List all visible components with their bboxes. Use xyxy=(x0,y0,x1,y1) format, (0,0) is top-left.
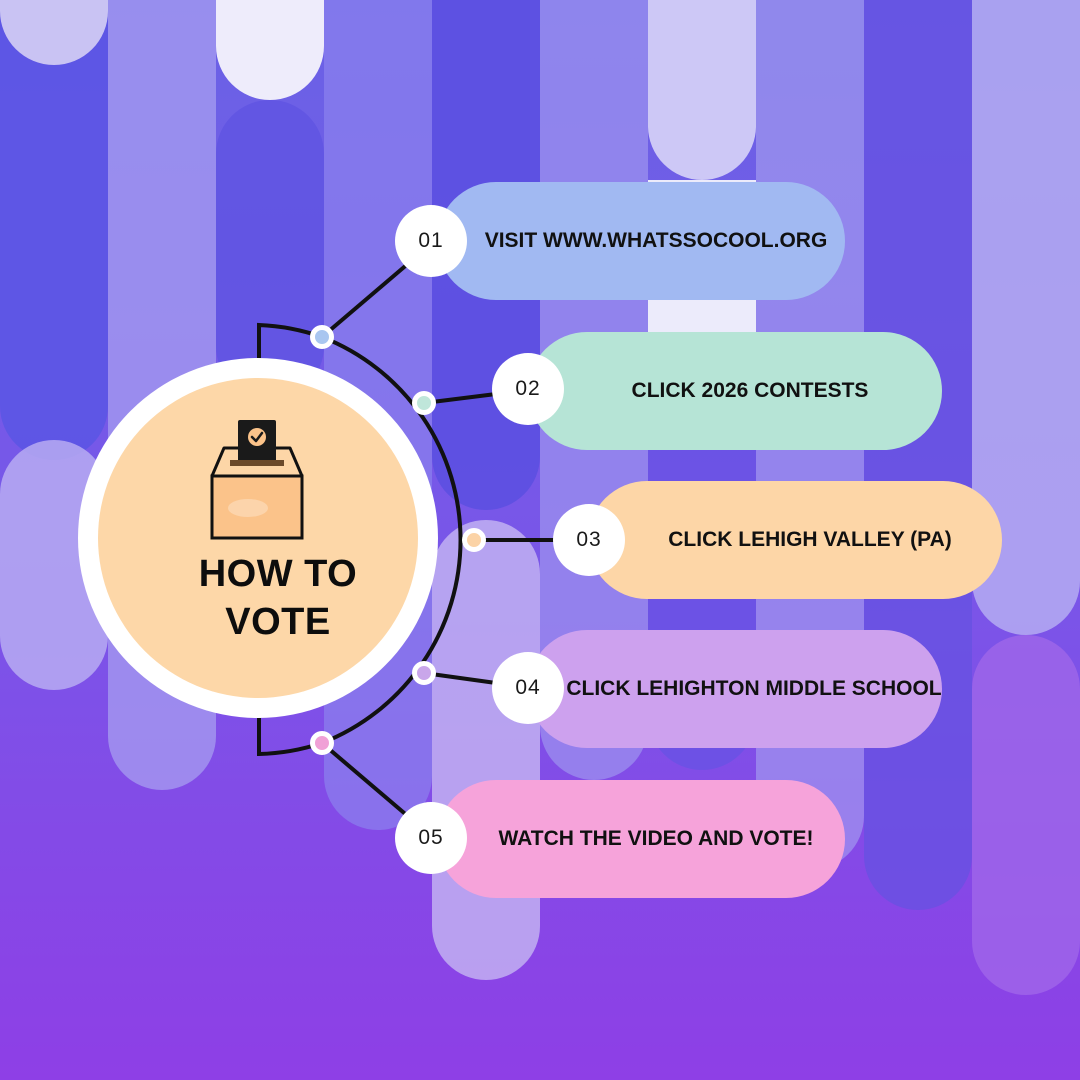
arc-node-1 xyxy=(310,325,334,349)
step-2-label: CLICK 2026 CONTESTS xyxy=(631,379,869,402)
step-2-pill: CLICK 2026 CONTESTS xyxy=(528,332,942,450)
step-4-pill: CLICK LEHIGHTON MIDDLE SCHOOL xyxy=(528,630,942,748)
hub-circle: HOW TO VOTE xyxy=(78,358,438,718)
hub-fill: HOW TO VOTE xyxy=(98,378,418,698)
step-1-pill: VISIT WWW.WHATSSOCOOL.ORG xyxy=(437,182,845,300)
arc-node-2 xyxy=(412,391,436,415)
step-2-number: 02 xyxy=(492,353,564,425)
ballot-box-icon xyxy=(210,420,304,540)
hub-arc xyxy=(321,335,463,745)
step-3-pill: CLICK LEHIGH VALLEY (PA) xyxy=(588,481,1002,599)
connector-step-5 xyxy=(320,741,412,820)
connector-step-2 xyxy=(423,392,497,405)
arc-node-5 xyxy=(310,731,334,755)
step-1-number: 01 xyxy=(395,205,467,277)
step-4-label: CLICK LEHIGHTON MIDDLE SCHOOL xyxy=(566,677,942,700)
connector-step-4 xyxy=(423,671,497,685)
step-5-number: 05 xyxy=(395,802,467,874)
hub-title-line-2: VOTE xyxy=(225,601,331,643)
step-3-number: 03 xyxy=(553,504,625,576)
step-5-pill: WATCH THE VIDEO AND VOTE! xyxy=(437,780,845,898)
hub-title-line-1: HOW TO xyxy=(198,553,358,595)
step-3-label: CLICK LEHIGH VALLEY (PA) xyxy=(668,528,952,551)
connector-step-1 xyxy=(320,260,412,339)
arc-node-4 xyxy=(412,661,436,685)
step-1-label: VISIT WWW.WHATSSOCOOL.ORG xyxy=(484,229,828,252)
step-4-number: 04 xyxy=(492,652,564,724)
arc-node-3 xyxy=(462,528,486,552)
step-5-label: WATCH THE VIDEO AND VOTE! xyxy=(498,827,814,850)
hub-title: HOW TO VOTE xyxy=(128,550,428,646)
